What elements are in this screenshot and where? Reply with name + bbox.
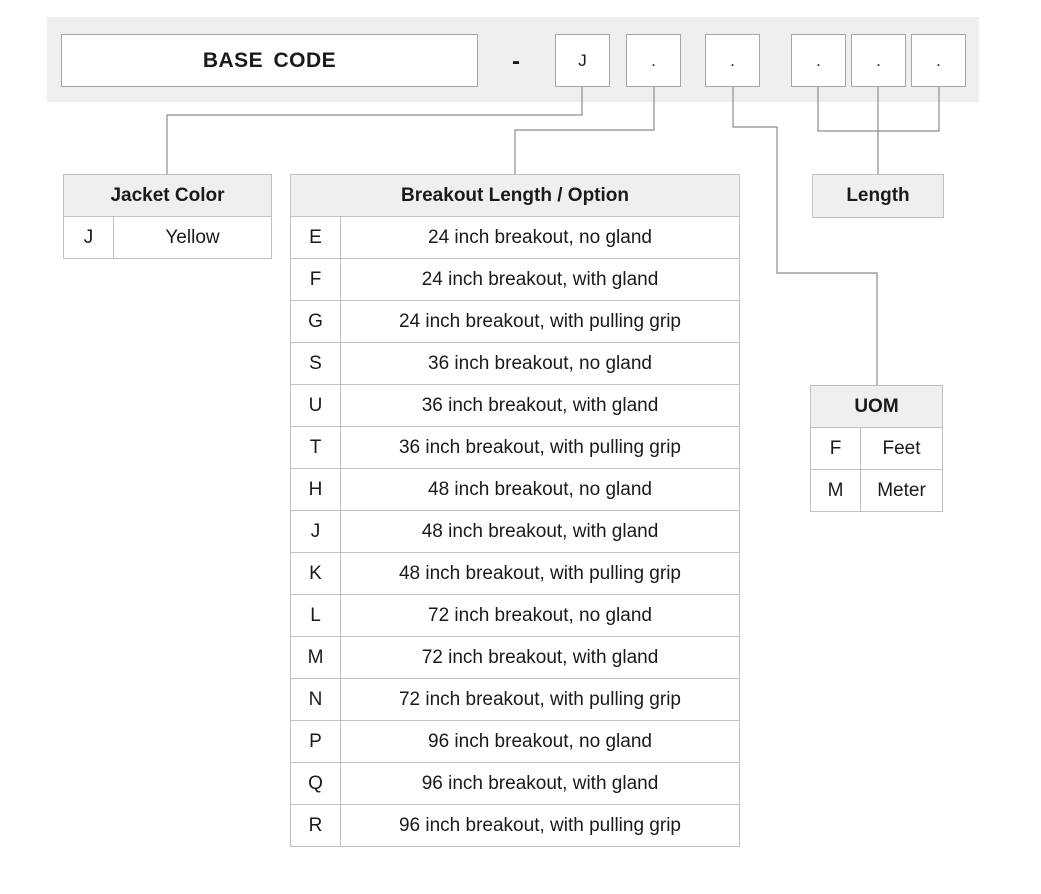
code-cell: N xyxy=(290,678,341,721)
breakout-position: . xyxy=(626,34,681,87)
label-cell: 72 inch breakout, no gland xyxy=(340,594,740,637)
label-cell: 36 inch breakout, with gland xyxy=(340,384,740,427)
length-position-1: . xyxy=(791,34,846,87)
label-cell: 24 inch breakout, with pulling grip xyxy=(340,300,740,343)
label-cell: 24 inch breakout, no gland xyxy=(340,216,740,259)
label-cell: 96 inch breakout, with pulling grip xyxy=(340,804,740,847)
jacket-color-title: Jacket Color xyxy=(63,174,272,217)
length-position-3: . xyxy=(911,34,966,87)
code-cell: U xyxy=(290,384,341,427)
jacket-connector xyxy=(166,87,583,174)
uom-position: . xyxy=(705,34,760,87)
label-cell: 48 inch breakout, with gland xyxy=(340,510,740,553)
code-cell: M xyxy=(810,469,861,512)
code-cell: S xyxy=(290,342,341,385)
code-cell: J xyxy=(290,510,341,553)
length-position-2: . xyxy=(851,34,906,87)
label-cell: 72 inch breakout, with gland xyxy=(340,636,740,679)
code-cell: K xyxy=(290,552,341,595)
label-cell: 96 inch breakout, no gland xyxy=(340,720,740,763)
code-cell: E xyxy=(290,216,341,259)
label-cell: 48 inch breakout, with pulling grip xyxy=(340,552,740,595)
label-cell: 24 inch breakout, with gland xyxy=(340,258,740,301)
uom-title: UOM xyxy=(810,385,943,428)
table-row: F Feet xyxy=(810,427,943,470)
code-cell: F xyxy=(810,427,861,470)
label-cell: 36 inch breakout, with pulling grip xyxy=(340,426,740,469)
jacket-color-position: J xyxy=(555,34,610,87)
jacket-color-table: Jacket Color J Yellow xyxy=(63,174,272,259)
code-cell: F xyxy=(290,258,341,301)
code-cell: R xyxy=(290,804,341,847)
base-code-box: BASE CODE xyxy=(61,34,478,87)
label-cell: 48 inch breakout, no gland xyxy=(340,468,740,511)
uom-connector xyxy=(732,87,878,385)
code-cell: T xyxy=(290,426,341,469)
label-cell: Yellow xyxy=(113,216,272,259)
length-title: Length xyxy=(812,174,944,218)
code-cell: H xyxy=(290,468,341,511)
breakout-title: Breakout Length / Option xyxy=(290,174,740,217)
table-row: J Yellow xyxy=(63,216,272,259)
label-cell: Meter xyxy=(860,469,943,512)
code-cell: M xyxy=(290,636,341,679)
label-cell: 36 inch breakout, no gland xyxy=(340,342,740,385)
code-cell: J xyxy=(63,216,114,259)
code-cell: Q xyxy=(290,762,341,805)
code-cell: G xyxy=(290,300,341,343)
label-cell: Feet xyxy=(860,427,943,470)
table-row: M Meter xyxy=(810,469,943,512)
code-cell: P xyxy=(290,720,341,763)
label-cell: 96 inch breakout, with gland xyxy=(340,762,740,805)
code-separator-dash: - xyxy=(512,48,520,75)
uom-table: UOM F Feet M Meter xyxy=(810,385,943,512)
code-cell: L xyxy=(290,594,341,637)
breakout-connector xyxy=(514,87,655,174)
label-cell: 72 inch breakout, with pulling grip xyxy=(340,678,740,721)
